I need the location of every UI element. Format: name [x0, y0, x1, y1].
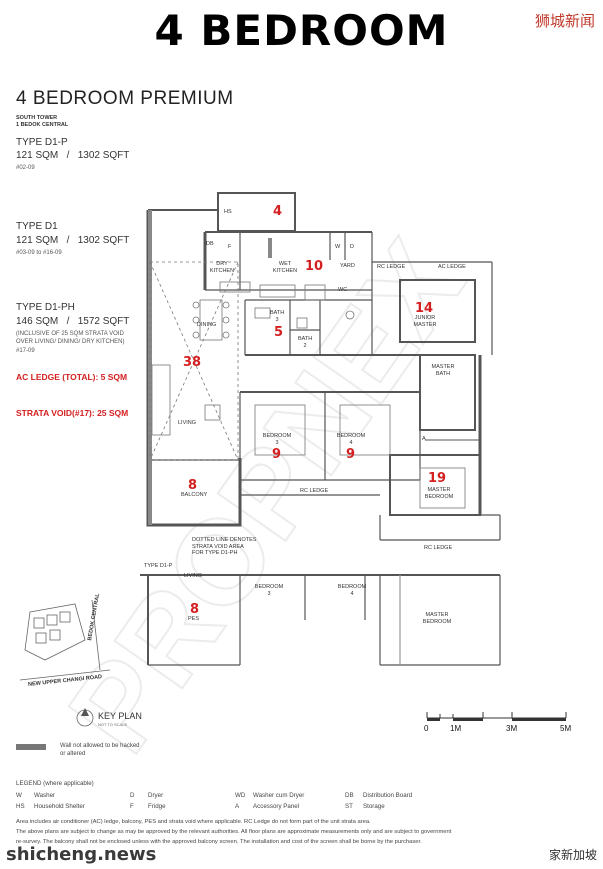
area-junior-master: 14 [415, 301, 434, 316]
area-wet-kitchen: 10 [305, 259, 324, 274]
legend-desc: Washer [34, 792, 56, 799]
legend-code: HS [16, 803, 25, 810]
disclaimer-line1: Area includes air conditioner (AC) ledge… [16, 819, 371, 825]
area-living: 38 [183, 355, 202, 370]
page-title: 4 BEDROOM [154, 6, 449, 55]
pes-living-label: LIVING [184, 573, 203, 579]
room-dryer-label: D [350, 244, 354, 250]
hacked-note-line1: Wall not allowed to be hacked [60, 743, 140, 749]
key-plan-subtitle: NOT TO SCALE [98, 722, 128, 727]
type-d1-name: TYPE D1 [16, 221, 58, 232]
room-balcony-label: BALCONY [181, 492, 208, 498]
type-d1-units: #03-09 to #16-09 [16, 250, 62, 256]
type-d1-area: 121 SQM / 1302 SQFT [16, 235, 130, 246]
legend-code: ST [345, 803, 353, 810]
disclaimer-line2: The above plans are subject to change as… [16, 829, 452, 835]
area-hs: 4 [273, 204, 283, 219]
site-logo-text: 狮城新闻 [534, 12, 595, 30]
legend-title: LEGEND (where applicable) [16, 780, 94, 787]
area-balcony: 8 [188, 478, 198, 493]
legend-desc: Distribution Board [363, 792, 413, 799]
legend-desc: Fridge [148, 803, 166, 810]
legend-desc: Washer cum Dryer [253, 792, 305, 799]
legend-code: WD [235, 792, 246, 799]
address-label: 1 BEDOK CENTRAL [16, 122, 69, 128]
rc-ledge-label-top: RC LEDGE [377, 264, 406, 270]
room-living-label: LIVING [178, 420, 197, 426]
room-dining-label: DINING [197, 322, 217, 328]
unit-type-title: 4 BEDROOM PREMIUM [16, 88, 234, 109]
key-plan-title: KEY PLAN [98, 711, 142, 721]
strata-void-note: STRATA VOID(#17): 25 SQM [16, 408, 129, 418]
scale-3m: 3M [506, 724, 518, 733]
legend-code: A [235, 803, 240, 810]
disclaimer-line3: re-survey. The balcony shall not be encl… [16, 839, 422, 845]
type-d1ph-area: 146 SQM / 1572 SQFT [16, 316, 130, 327]
scale-0: 0 [424, 724, 429, 733]
legend-desc: Household Shelter [34, 803, 85, 810]
type-d1ph-units3: #17-09 [16, 348, 35, 354]
legend-code: W [16, 792, 22, 799]
legend-desc: Storage [363, 803, 385, 810]
type-d1ph-name: TYPE D1-PH [16, 302, 75, 313]
hacked-wall-swatch [16, 744, 46, 750]
room-db-label: DB [206, 241, 214, 247]
ac-ledge-label: AC LEDGE [438, 264, 466, 270]
legend-code: F [130, 803, 134, 810]
hacked-note-line2: or altered [60, 751, 86, 757]
type-d1p-units: #02-09 [16, 165, 35, 171]
tower-label: SOUTH TOWER [16, 115, 58, 121]
legend-desc: Accessory Panel [253, 803, 300, 810]
room-fridge-label: F [228, 244, 232, 250]
type-d1ph-units2: OVER LIVING/ DINING/ DRY KITCHEN) [16, 339, 125, 345]
scale-5m: 5M [560, 724, 572, 733]
type-d1p-name: TYPE D1-P [16, 137, 68, 148]
area-master-bedroom: 19 [428, 471, 447, 486]
ac-ledge-note: AC LEDGE (TOTAL): 5 SQM [16, 372, 128, 382]
rc-ledge-label-mid: RC LEDGE [300, 488, 329, 494]
area-bedroom3: 9 [272, 447, 282, 462]
rc-ledge-label-bottom: RC LEDGE [424, 545, 453, 551]
area-bath3: 5 [274, 325, 284, 340]
pes-label: PES [188, 616, 200, 622]
junior-master-wall [399, 279, 476, 343]
room-yard-label: YARD [340, 263, 355, 269]
room-washer-label: W [335, 244, 341, 250]
room-wc-label: WC [338, 287, 348, 293]
room-hs-label: HS [224, 209, 232, 215]
scale-1m: 1M [450, 724, 462, 733]
brand-watermark: 家新加坡 [548, 848, 597, 862]
legend-code: DB [345, 792, 354, 799]
area-pes: 8 [190, 602, 200, 617]
type-d1ph-units: (INCLUSIVE OF 25 SQM STRATA VOID [16, 331, 124, 337]
type-d1p-area: 121 SQM / 1302 SQFT [16, 150, 130, 161]
area-bedroom4: 9 [346, 447, 356, 462]
accessory-panel-label: A [422, 436, 426, 442]
pes-type-label: TYPE D1-P [144, 563, 173, 569]
legend-code: D [130, 792, 135, 799]
legend-desc: Dryer [148, 792, 164, 799]
site-watermark: shicheng.news [6, 844, 157, 865]
